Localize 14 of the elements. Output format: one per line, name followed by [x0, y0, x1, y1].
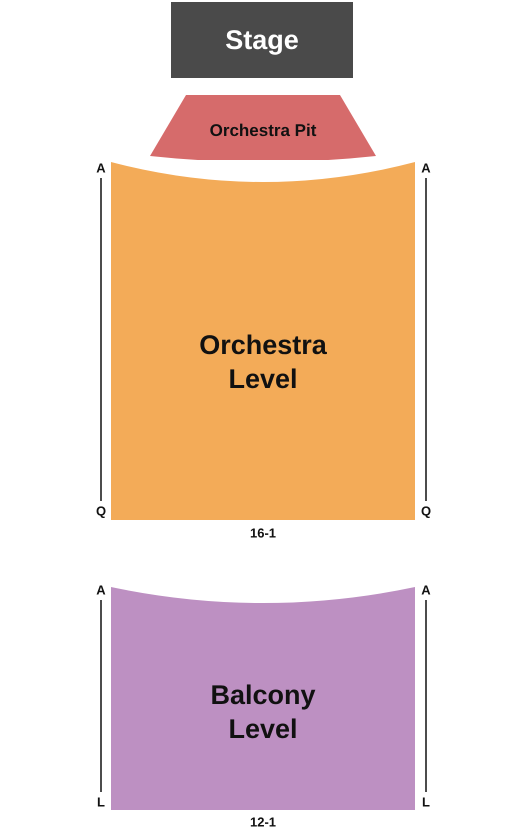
row-label: L [422, 794, 430, 810]
seating-section: Balcony Level [111, 585, 415, 810]
row-label: Q [96, 504, 106, 518]
seat-range-label: 16-1 [250, 526, 276, 540]
seat-range-label: 12-1 [250, 814, 276, 830]
stage-block: Stage [171, 2, 353, 78]
row-label: A [421, 582, 431, 598]
row-label: A [421, 160, 431, 176]
row-label: Q [420, 504, 432, 518]
orchestra-pit-section: Orchestra Pit [148, 94, 378, 160]
row-label: L [97, 794, 105, 810]
seating-section: Orchestra Level [111, 160, 415, 520]
row-label: A [96, 582, 106, 598]
row-label: A [96, 160, 106, 176]
